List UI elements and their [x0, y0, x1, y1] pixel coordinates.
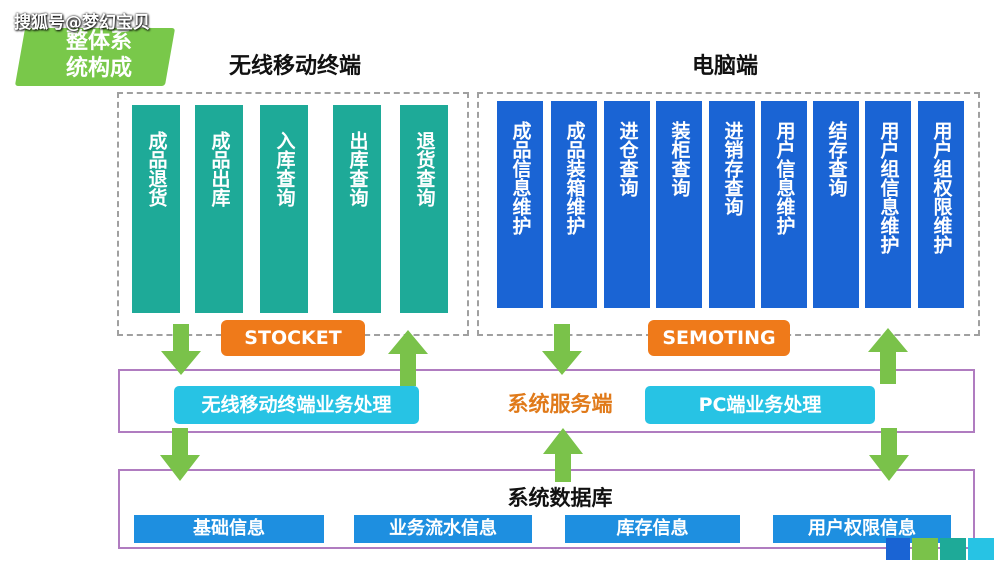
arrow-up-service-to-pc: [868, 328, 908, 384]
wireless-title: 无线移动终端: [228, 54, 361, 79]
badge-line-2: 统构成: [65, 56, 132, 81]
pc-module-2: 成品装箱维护: [551, 101, 597, 308]
service-center-label: 系统服务端: [507, 392, 613, 416]
wireless-module-2: 成品出库: [195, 105, 243, 313]
watermark: 搜狐号@梦幻宝贝: [14, 13, 150, 33]
pc-process-pill: PC端业务处理: [645, 386, 875, 424]
service-layer: [118, 369, 975, 433]
badge-line-1: 整体系: [65, 29, 132, 54]
pc-module-5: 进销存查询: [709, 101, 755, 308]
corner-decoration-blue: [886, 538, 910, 560]
arrow-down-service-to-db-right: [869, 428, 909, 481]
db-item-stock: 库存信息: [565, 515, 740, 543]
corner-decoration-green: [912, 538, 938, 560]
pc-module-7: 结存查询: [813, 101, 859, 308]
section-badge-text: 整体系 统构成: [44, 28, 154, 82]
wireless-module-3: 入库查询: [260, 105, 308, 313]
wireless-module-5: 退货查询: [400, 105, 448, 313]
wireless-module-1: 成品退货: [132, 105, 180, 313]
wireless-process-pill: 无线移动终端业务处理: [174, 386, 419, 424]
arrow-down-wireless-to-service: [161, 324, 201, 375]
pc-module-8: 用户组信息维护: [865, 101, 911, 308]
pc-module-4: 装柜查询: [656, 101, 702, 308]
arrow-down-service-to-db-left: [160, 428, 200, 481]
pc-module-6: 用户信息维护: [761, 101, 807, 308]
arrow-down-pc-to-service: [542, 324, 582, 375]
pc-module-1: 成品信息维护: [497, 101, 543, 308]
database-title: 系统数据库: [507, 486, 613, 510]
pc-title: 电脑端: [691, 54, 758, 79]
wireless-module-4: 出库查询: [333, 105, 381, 313]
stocket-label: STOCKET: [221, 320, 365, 356]
arrow-up-db-to-service: [543, 428, 583, 482]
db-item-basic: 基础信息: [134, 515, 324, 543]
semoting-label: SEMOTING: [648, 320, 790, 356]
database-layer: [118, 469, 975, 549]
pc-module-9: 用户组权限维护: [918, 101, 964, 308]
corner-decoration-cyan: [968, 538, 994, 560]
db-item-flow: 业务流水信息: [354, 515, 532, 543]
corner-decoration-teal: [940, 538, 966, 560]
arrow-up-service-to-wireless: [388, 330, 428, 386]
pc-module-3: 进仓查询: [604, 101, 650, 308]
